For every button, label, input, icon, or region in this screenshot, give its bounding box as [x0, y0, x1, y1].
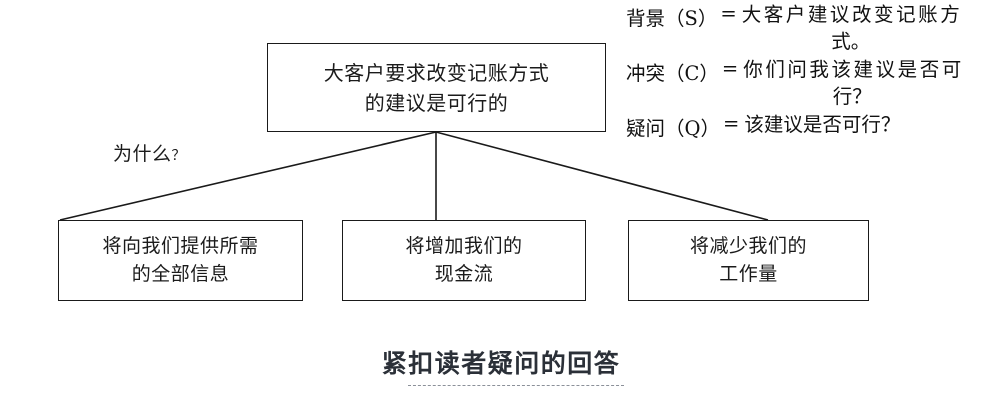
scq-value-complication: 你们问我该建议是否可行？ — [743, 57, 962, 108]
caption: 紧扣读者疑问的回答 — [0, 344, 1002, 386]
scq-label-situation: 背景（S） — [626, 7, 718, 30]
scq-equals-complication: = — [721, 56, 739, 80]
why-annotation-text: 为什么 — [113, 143, 172, 165]
scq-row-question: 疑问（Q） = 该建议是否可行？ — [626, 112, 961, 141]
scq-label-complication: 冲突（C） — [626, 61, 719, 85]
main-assertion-box[interactable]: 大客户要求改变记账方式 的建议是可行的 — [267, 43, 606, 132]
supporting-box-2[interactable]: 将增加我们的 现金流 — [342, 220, 586, 301]
scq-row-situation: 背景（S） = 大客户建议改变记账方式。 — [626, 2, 961, 56]
connector-to-right-box — [435, 131, 769, 221]
scq-equals-question: = — [723, 111, 740, 135]
scq-label-question: 疑问（Q） — [626, 116, 720, 140]
supporting-box-1[interactable]: 将向我们提供所需 的全部信息 — [58, 220, 303, 301]
scq-equals-situation: = — [720, 2, 737, 25]
supporting-box-3[interactable]: 将减少我们的 工作量 — [628, 220, 869, 301]
caption-text: 紧扣读者疑问的回答 — [381, 349, 621, 378]
why-annotation: 为什么？ — [113, 139, 186, 166]
scq-row-complication: 冲突（C） = 你们问我该建议是否可行？ — [626, 57, 961, 111]
scq-block: 背景（S） = 大客户建议改变记账方式。 冲突（C） = 你们问我该建议是否可行… — [626, 2, 961, 142]
caption-dotted-underline — [408, 385, 624, 386]
scq-value-situation: 大客户建议改变记账方式。 — [741, 3, 960, 53]
scq-value-question: 该建议是否可行？ — [744, 112, 901, 136]
why-annotation-question-mark: ？ — [171, 148, 187, 164]
connector-to-left-box — [59, 131, 437, 221]
